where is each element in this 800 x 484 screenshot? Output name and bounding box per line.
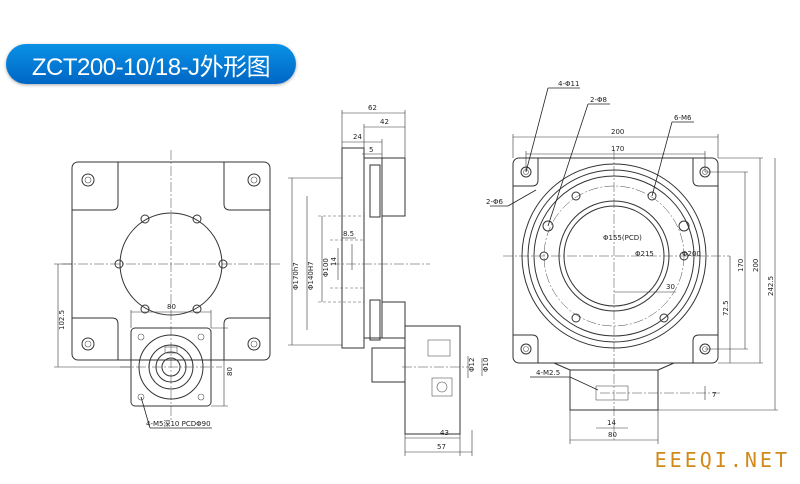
dim-8-5: 8.5 xyxy=(343,230,354,238)
dim-200-h: 200 xyxy=(752,259,760,272)
dim-57: 57 xyxy=(437,443,446,451)
dim-7: 7 xyxy=(712,391,716,399)
dim-14-side: 14 xyxy=(330,257,338,266)
dim-72-5: 72.5 xyxy=(722,300,730,316)
callout-4-d11: 4-Φ11 xyxy=(558,80,579,88)
dim-30: 30 xyxy=(666,283,675,291)
dim-170-h: 170 xyxy=(737,259,745,272)
dim-42: 42 xyxy=(380,118,389,126)
callout-2-d8: 2-Φ8 xyxy=(590,96,607,104)
dim-102-5: 102.5 xyxy=(58,310,66,330)
dim-80-bottom: 80 xyxy=(608,431,617,439)
top-view: 200 170 170 200 242.5 72.5 4-Φ11 2-Φ8 6-… xyxy=(486,80,778,444)
dim-80-side: 80 xyxy=(226,367,234,376)
dim-d10: Φ10 xyxy=(482,358,490,372)
side-base-plate xyxy=(341,147,365,349)
dim-200-w: 200 xyxy=(611,128,624,136)
dim-43: 43 xyxy=(440,429,449,437)
side-view: 62 42 24 5 Φ170h7 Φ140H7 Φ100 14 8.5 Φ12… xyxy=(288,104,490,456)
label-d215: Φ215 xyxy=(635,250,654,258)
dim-d170h7: Φ170h7 xyxy=(292,262,300,290)
dim-24: 24 xyxy=(353,133,362,141)
front-view: 102.5 80 80 4-M5深10 PCDΦ90 xyxy=(54,150,282,429)
dim-62: 62 xyxy=(368,104,377,112)
label-d155-pcd: Φ155(PCD) xyxy=(603,234,642,242)
callout-4-m2-5: 4-M2.5 xyxy=(536,369,560,377)
dim-5: 5 xyxy=(369,146,373,154)
front-corner-hole xyxy=(81,173,95,187)
dim-242-5: 242.5 xyxy=(767,276,775,296)
drawing-title-badge: ZCT200-10/18-J外形图 xyxy=(6,44,296,84)
dim-80-top: 80 xyxy=(167,303,176,311)
callout-2-d6: 2-Φ6 xyxy=(486,198,503,206)
callout-6-m6: 6-M6 xyxy=(674,114,692,122)
dim-14-bottom: 14 xyxy=(607,419,616,427)
dim-d100: Φ100 xyxy=(322,258,330,277)
note-bolts: 4-M5深10 PCDΦ90 xyxy=(146,419,211,428)
dim-d140h7: Φ140H7 xyxy=(307,261,315,290)
brand-watermark: EEEQI.NET xyxy=(654,448,790,472)
top-base-plate xyxy=(512,157,719,364)
dim-d12: Φ12 xyxy=(468,358,476,372)
label-d200: Φ200 xyxy=(682,250,701,258)
dim-170-w: 170 xyxy=(611,145,624,153)
